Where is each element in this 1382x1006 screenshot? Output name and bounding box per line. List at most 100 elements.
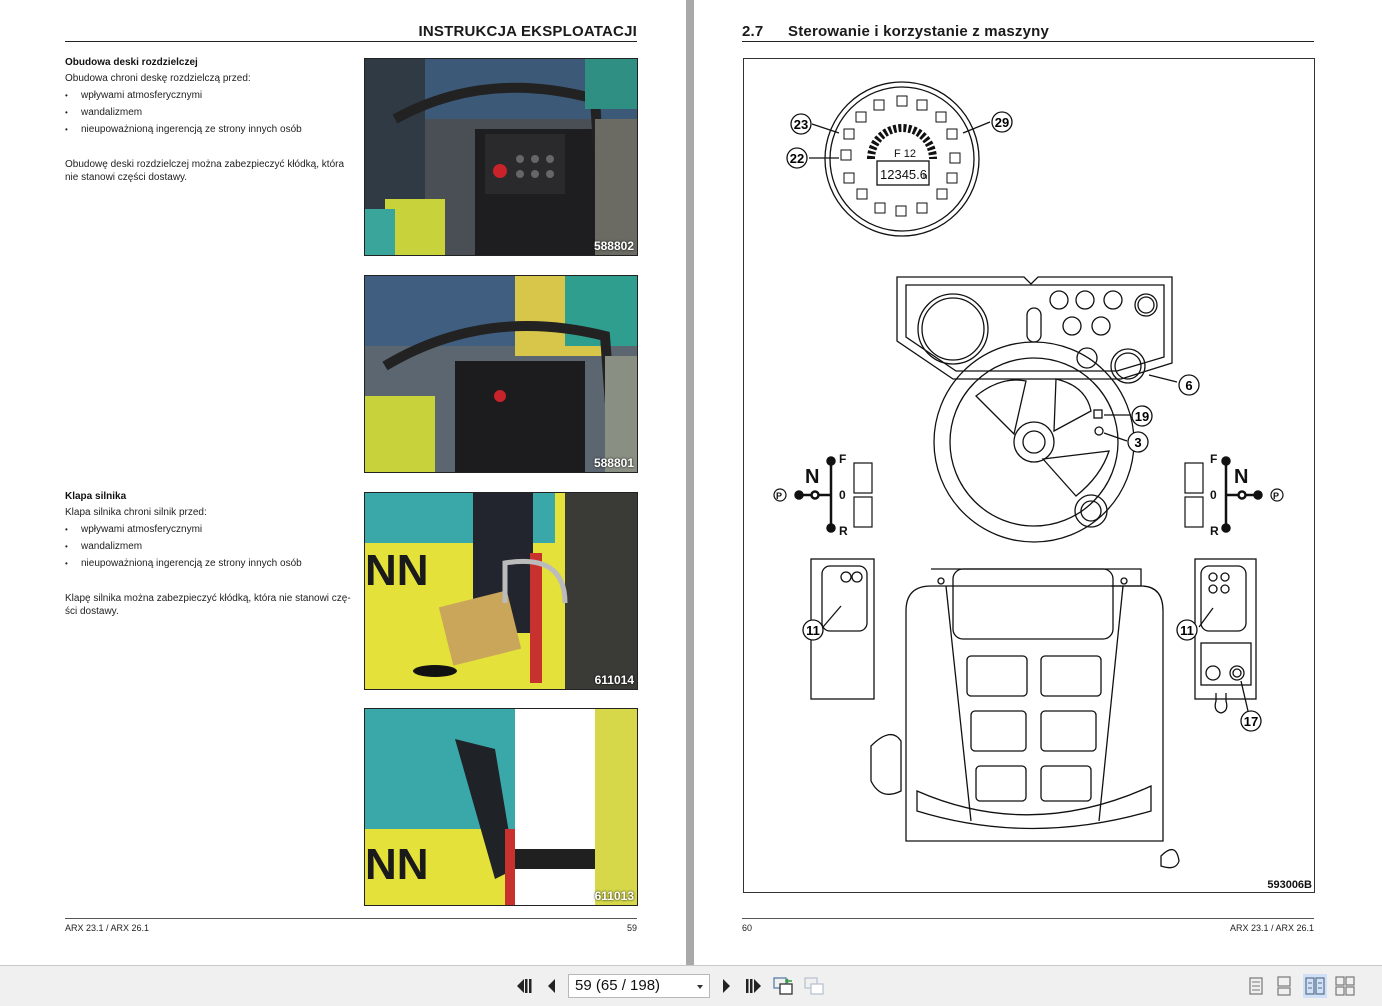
svg-text:3: 3 — [1134, 435, 1141, 450]
svg-text:F: F — [1210, 452, 1217, 466]
page-59: INSTRUKCJA EKSPLOATACJI Obudowa deski ro… — [0, 0, 686, 965]
two-page-continuous-icon — [1335, 976, 1355, 996]
svg-text:N: N — [1234, 466, 1248, 488]
controls-diagram: F 0 R N P F 0 R N P F 12 12345.6 h 23 29… — [743, 58, 1315, 893]
next-page-button[interactable] — [714, 974, 738, 998]
section-intro: Klapa silnika chroni silnik przed: — [65, 507, 207, 518]
footer-rule — [742, 918, 1314, 919]
previous-page-button[interactable] — [540, 974, 564, 998]
svg-text:19: 19 — [1135, 409, 1149, 424]
note-line: ści dostawy. — [65, 606, 119, 617]
bullet-item: wpływami atmosferycznymi — [65, 521, 302, 538]
section-number: 2.7 — [742, 23, 764, 40]
svg-text:12345.6: 12345.6 — [880, 167, 927, 182]
photo-caption: 611014 — [594, 673, 634, 687]
svg-text:NN: NN — [365, 840, 429, 889]
svg-text:11: 11 — [1180, 623, 1194, 638]
page-number-dropdown[interactable]: 59 (65 / 198) — [568, 974, 710, 998]
callout-3: 3 — [1127, 431, 1149, 453]
previous-page-icon — [548, 979, 555, 993]
svg-text:23: 23 — [794, 117, 808, 132]
photo-engine-hood-padlock: NN 611014 — [364, 492, 638, 690]
svg-text:P: P — [1273, 491, 1279, 501]
header-rule — [65, 41, 637, 42]
section-note: Obudowę deski rozdzielczej można zabezpi… — [65, 158, 344, 184]
last-page-icon — [746, 979, 761, 993]
callout-11-right: 11 — [1176, 619, 1198, 641]
svg-text:6: 6 — [1185, 378, 1192, 393]
two-page-icon — [1305, 977, 1325, 995]
svg-text:R: R — [839, 524, 848, 538]
section-intro: Obudowa chroni deskę rozdzielczą przed: — [65, 73, 251, 84]
photo-dashboard-cover-closed: 588801 — [364, 275, 638, 473]
svg-text:11: 11 — [806, 623, 820, 638]
photo-caption: 588802 — [593, 239, 634, 253]
callout-6: 6 — [1178, 374, 1200, 396]
section-heading: Obudowa deski rozdzielczej — [65, 57, 198, 68]
svg-text:F: F — [839, 452, 846, 466]
bullet-item: wpływami atmosferycznymi — [65, 87, 302, 104]
svg-text:P: P — [776, 491, 782, 501]
note-line: nie stanowi części dostawy. — [65, 172, 188, 183]
continuous-view-button[interactable] — [1272, 974, 1296, 998]
document-viewport[interactable]: INSTRUKCJA EKSPLOATACJI Obudowa deski ro… — [0, 0, 1382, 965]
page-number-value: 59 (65 / 198) — [575, 977, 661, 994]
callout-19: 19 — [1131, 405, 1153, 427]
callout-22: 22 — [786, 147, 808, 169]
page-spine — [686, 0, 694, 965]
svg-text:F 12: F 12 — [894, 148, 916, 160]
callout-23: 23 — [790, 113, 812, 135]
footer-model: ARX 23.1 / ARX 26.1 — [1229, 923, 1314, 933]
next-page-icon — [723, 979, 730, 993]
svg-text:0: 0 — [1210, 488, 1217, 502]
footer-page-number: 59 — [626, 923, 637, 933]
single-page-icon — [1249, 977, 1263, 995]
single-page-view-button[interactable] — [1244, 974, 1268, 998]
two-page-continuous-view-button[interactable] — [1333, 974, 1357, 998]
svg-text:N: N — [805, 466, 819, 488]
svg-text:0: 0 — [839, 488, 846, 502]
two-page-view-button[interactable] — [1303, 974, 1327, 998]
first-page-button[interactable] — [512, 974, 536, 998]
header-rule — [742, 41, 1314, 42]
bullet-item: nieupoważnioną ingerencją ze strony inny… — [65, 121, 302, 138]
operator-station-drawing: F 0 R N P F 0 R N P F 12 12345.6 h 23 29… — [773, 81, 1284, 869]
svg-text:17: 17 — [1244, 714, 1258, 729]
bullet-item: nieupoważnioną ingerencją ze strony inny… — [65, 555, 302, 572]
svg-text:h: h — [923, 172, 927, 181]
section-heading: Klapa silnika — [65, 491, 127, 502]
first-page-icon — [517, 979, 532, 993]
photo-caption: 611013 — [594, 889, 634, 903]
bullet-item: wandalizmem — [65, 104, 302, 121]
figure-id: 593006B — [1267, 879, 1312, 891]
svg-text:NN: NN — [365, 546, 429, 595]
footer-page-number: 60 — [742, 923, 753, 933]
photo-engine-hood-latch: NN 611013 — [364, 708, 638, 906]
continuous-page-icon — [1277, 976, 1291, 996]
bullet-list: wpływami atmosferycznymi wandalizmem nie… — [65, 87, 302, 138]
callout-17: 17 — [1240, 710, 1262, 732]
navigation-toolbar: 59 (65 / 198) — [0, 965, 1382, 1006]
bullet-item: wandalizmem — [65, 538, 302, 555]
last-page-button[interactable] — [742, 974, 766, 998]
callout-11-left: 11 — [802, 619, 824, 641]
next-view-button[interactable] — [803, 974, 827, 998]
previous-view-icon — [773, 977, 793, 995]
page-header-title: INSTRUKCJA EKSPLOATACJI — [418, 23, 637, 40]
note-line: Klapę silnika można zabezpieczyć kłódką,… — [65, 593, 351, 604]
svg-text:29: 29 — [995, 115, 1009, 130]
bullet-list: wpływami atmosferycznymi wandalizmem nie… — [65, 521, 302, 572]
section-note: Klapę silnika można zabezpieczyć kłódką,… — [65, 592, 351, 618]
dropdown-arrow-icon — [697, 985, 703, 989]
previous-view-button[interactable] — [772, 974, 796, 998]
footer-model: ARX 23.1 / ARX 26.1 — [65, 923, 150, 933]
photo-caption: 588801 — [593, 456, 634, 470]
callout-29: 29 — [991, 111, 1013, 133]
next-view-icon — [804, 977, 824, 995]
footer-rule — [65, 918, 637, 919]
svg-text:R: R — [1210, 524, 1219, 538]
section-title: Sterowanie i korzystanie z maszyny — [788, 23, 1050, 40]
svg-text:22: 22 — [790, 151, 804, 166]
note-line: Obudowę deski rozdzielczej można zabezpi… — [65, 159, 345, 170]
photo-dashboard-cover-open: 588802 — [364, 58, 638, 256]
